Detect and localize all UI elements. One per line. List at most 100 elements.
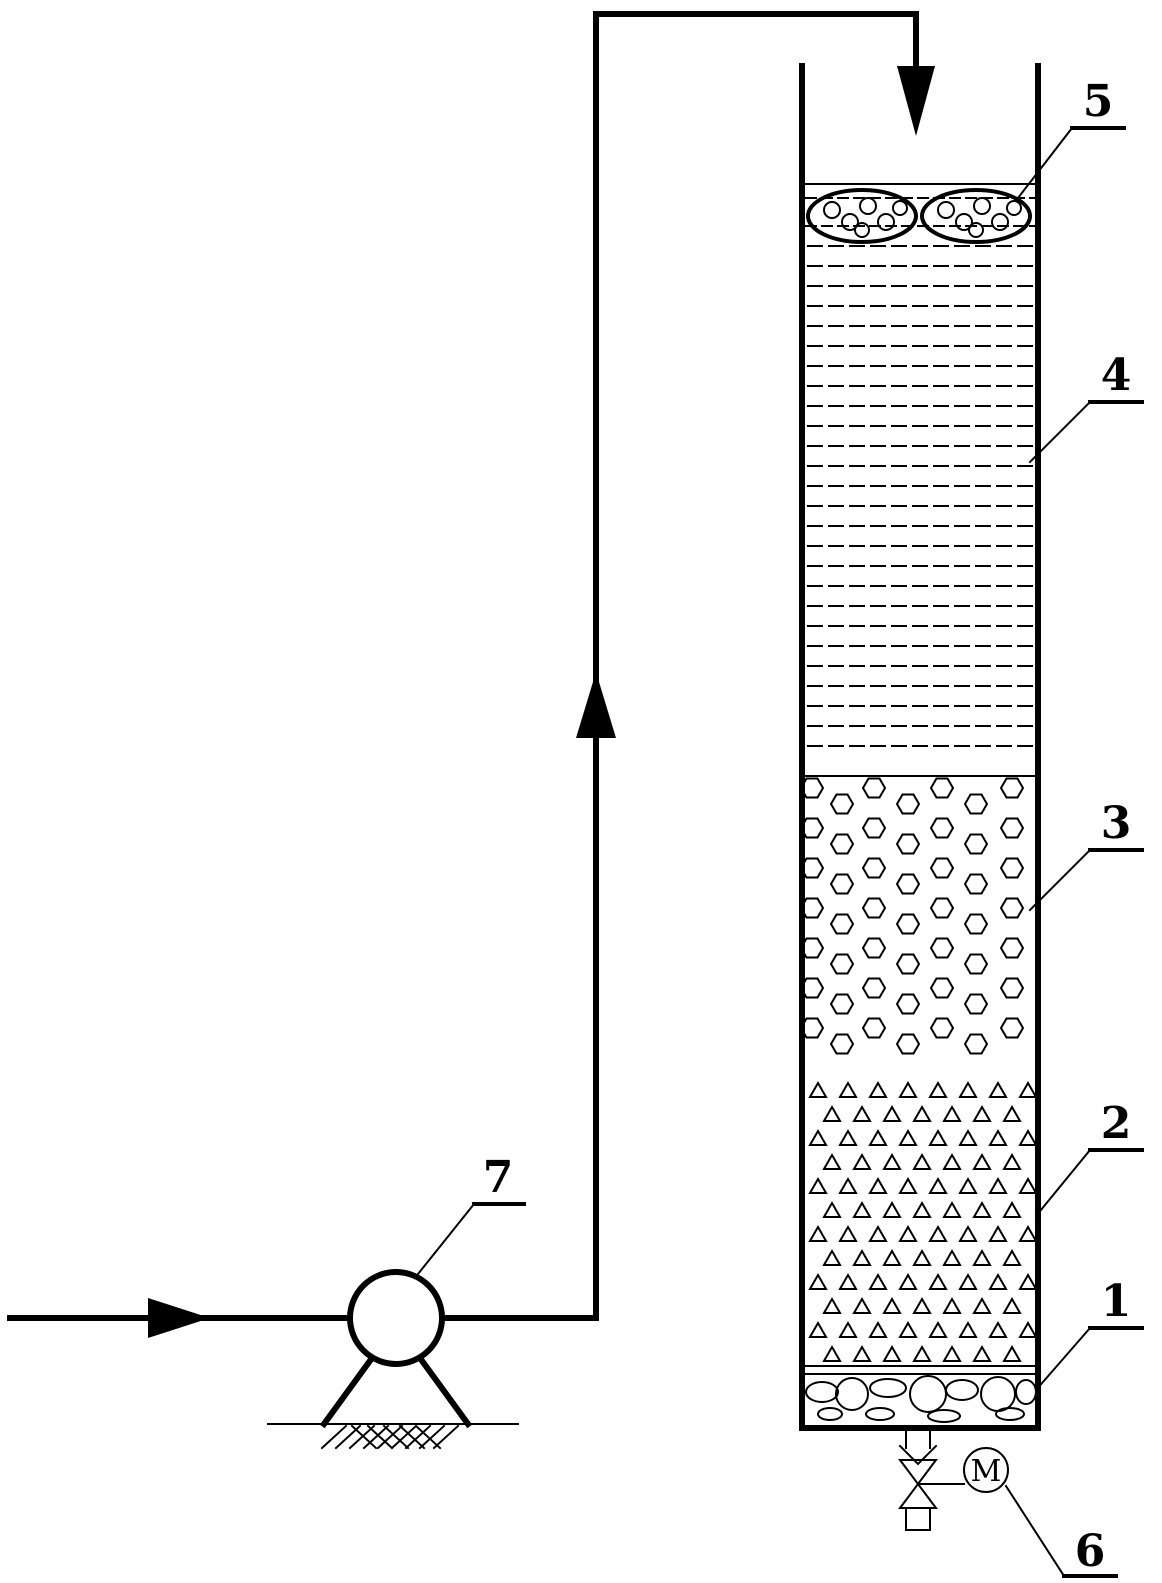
hexagon-mark [929,857,955,879]
triangle-mark [1018,1320,1038,1338]
callout-5: 5 [1016,76,1126,200]
triangle-mark [958,1224,978,1242]
triangle-mark [958,1320,978,1338]
feed-flow-arrow-icon [897,66,935,136]
triangle-mark [1018,1224,1038,1242]
hexagon-mark [829,913,855,935]
callout-3: 3 [1028,798,1144,912]
hexagon-mark [999,937,1025,959]
triangle-mark [988,1080,1008,1098]
triangle-mark [808,1224,828,1242]
motorized-valve-icon: M [898,1447,1009,1509]
triangle-mark [988,1224,1008,1242]
triangle-mark [822,1248,842,1266]
layer-3-hexagons [799,777,1025,1055]
triangle-mark [852,1296,872,1314]
riser-pipe [439,11,935,1321]
triangle-mark [822,1344,842,1362]
callout-2: 2 [1034,1098,1144,1218]
triangle-mark [882,1296,902,1314]
triangle-mark [942,1152,962,1170]
hexagon-mark [829,833,855,855]
triangle-mark [852,1344,872,1362]
ball-texture [823,197,1022,238]
triangle-mark [822,1104,842,1122]
triangle-mark [942,1344,962,1362]
triangle-mark [928,1176,948,1194]
triangle-mark [972,1104,992,1122]
triangle-mark [1002,1200,1022,1218]
callout-label-2: 2 [1101,1098,1132,1149]
triangle-mark [988,1128,1008,1146]
hexagon-mark [799,897,825,919]
hexagon-mark [963,833,989,855]
hexagon-mark [895,873,921,895]
riser-flow-arrow-icon [576,672,616,738]
inlet-flow-arrow-icon [148,1298,210,1338]
hexagon-mark [799,777,825,799]
layer-2-triangles [808,1080,1038,1362]
triangle-mark [1018,1080,1038,1098]
triangle-mark [958,1176,978,1194]
triangle-mark [822,1200,842,1218]
triangle-mark [852,1200,872,1218]
triangle-mark [808,1176,828,1194]
triangle-mark [822,1152,842,1170]
triangle-mark [808,1080,828,1098]
hexagon-mark [799,977,825,999]
hexagon-mark [799,857,825,879]
triangle-mark [972,1344,992,1362]
triangle-mark [898,1176,918,1194]
hexagon-mark [895,993,921,1015]
triangle-mark [868,1176,888,1194]
triangle-mark [868,1320,888,1338]
hexagon-mark [861,937,887,959]
hexagon-mark [929,937,955,959]
hexagon-mark [999,817,1025,839]
triangle-mark [958,1272,978,1290]
callout-label-3: 3 [1101,798,1132,849]
triangle-mark [1002,1152,1022,1170]
triangle-mark [988,1176,1008,1194]
hexagon-mark [963,953,989,975]
triangle-mark [838,1224,858,1242]
triangle-mark [912,1104,932,1122]
triangle-mark [958,1128,978,1146]
hexagon-mark [829,953,855,975]
ground-hatch-icon [320,1424,460,1450]
triangle-mark [988,1320,1008,1338]
callout-label-7: 7 [483,1152,514,1203]
triangle-mark [882,1200,902,1218]
triangle-mark [1002,1344,1022,1362]
hexagon-mark [799,817,825,839]
inlet-pipe [7,1298,353,1338]
triangle-mark [1002,1104,1022,1122]
triangle-mark [1018,1128,1038,1146]
triangle-mark [972,1248,992,1266]
hexagon-mark [963,873,989,895]
motor-icon [963,1447,1009,1493]
triangle-mark [1002,1248,1022,1266]
triangle-mark [882,1344,902,1362]
triangle-mark [972,1200,992,1218]
triangle-mark [912,1248,932,1266]
hexagon-mark [895,1033,921,1055]
triangle-mark [868,1128,888,1146]
callout-label-5: 5 [1083,76,1114,127]
triangle-mark [1018,1272,1038,1290]
callout-label-4: 4 [1101,350,1132,401]
hexagon-mark [829,1033,855,1055]
triangle-mark [898,1224,918,1242]
layer-5-floating-balls [805,188,1035,244]
triangle-mark [928,1128,948,1146]
triangle-mark [912,1200,932,1218]
callout-6: 6 [1004,1484,1118,1578]
triangle-mark [972,1296,992,1314]
callout-4: 4 [1028,350,1144,464]
hexagon-mark [799,1017,825,1039]
hexagon-mark [861,817,887,839]
hexagon-mark [861,977,887,999]
callout-label-6: 6 [1075,1526,1106,1577]
triangle-mark [838,1128,858,1146]
